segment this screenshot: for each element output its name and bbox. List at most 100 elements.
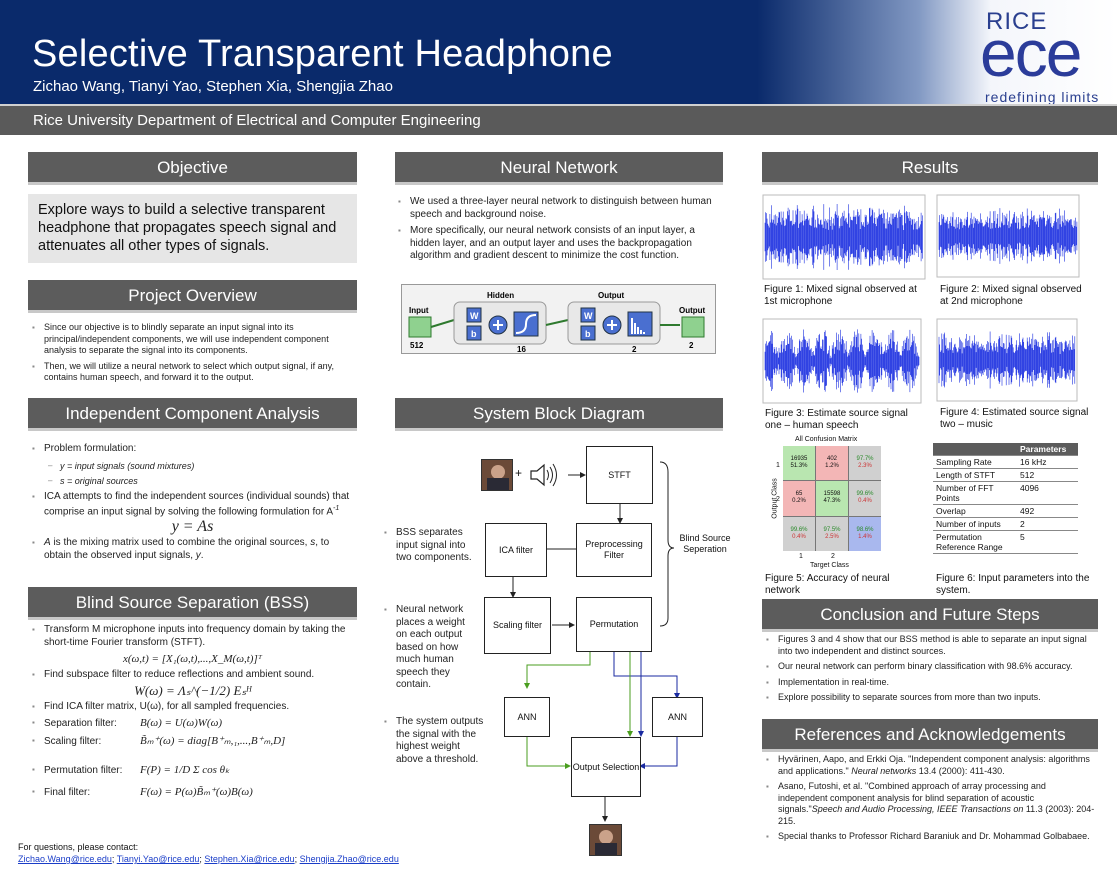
softmax-bars-icon — [631, 318, 645, 334]
arrow-perm-ann2 — [613, 652, 680, 699]
reference-item: Special thanks to Professor Richard Bara… — [764, 831, 1096, 843]
waveform-plot — [936, 318, 1078, 402]
confusion-cell: 98.6%1.4% — [849, 516, 881, 551]
block-note-bss: BSS separates input signal into two comp… — [382, 527, 482, 569]
waveform-trace — [938, 208, 1078, 264]
table-header-row: Parameters — [933, 443, 1078, 456]
confusion-count: 15598 — [823, 491, 841, 498]
email-link[interactable]: Tianyi.Yao@rice.edu — [116, 854, 200, 864]
scaling-filter-block: Scaling filter — [484, 597, 551, 654]
confusion-count: 97.5% — [823, 526, 841, 533]
project-overview-heading: Project Overview — [28, 280, 357, 313]
bss-brace-label: Blind Source Seperation — [679, 533, 731, 554]
nn-b-label: b — [585, 329, 591, 339]
figure-4-caption: Figure 4: Estimated source signal two – … — [940, 407, 1089, 430]
param-value: 512 — [1017, 468, 1078, 482]
confusion-cell: 99.6%0.4% — [849, 481, 881, 516]
overview-bullet: Then, we will utilize a neural network t… — [30, 361, 355, 384]
confusion-count: 99.6% — [856, 491, 874, 498]
confusion-percent: 0.4% — [858, 498, 872, 505]
nn-w-label: W — [470, 311, 479, 321]
rice-logo-text: RICE — [986, 8, 1048, 35]
bss-bullet: Final filter:F(ω) = P(ω)B̃ₘ⁺(ω)B(ω) — [30, 786, 355, 800]
nn-bullet: We used a three-layer neural network to … — [396, 196, 722, 221]
ica-sub-bullet: y = input signals (sound mixtures) — [30, 460, 355, 473]
figure-5-caption: Figure 5: Accuracy of neural network — [765, 573, 890, 596]
neural-network-body: We used a three-layer neural network to … — [396, 196, 722, 267]
param-name: Number of FFT Points — [933, 481, 1017, 505]
confusion-percent: 2.5% — [825, 533, 839, 540]
ann-block-1: ANN — [504, 697, 550, 737]
shirt-icon — [487, 478, 509, 490]
loudspeaker-icon — [530, 463, 557, 487]
param-name: Number of inputs — [933, 517, 1017, 531]
reference-item: Asano, Futoshi, et al. "Combined approac… — [764, 781, 1096, 827]
confusion-percent: 2.3% — [858, 463, 872, 470]
nn-input-label: Input — [409, 306, 429, 315]
confusion-cell: 99.6%0.4% — [783, 516, 815, 551]
param-name: Length of STFT — [933, 468, 1017, 482]
figure-6-caption: Figure 6: Input parameters into the syst… — [936, 573, 1090, 596]
poster-header: Selective Transparent Headphone Zichao W… — [0, 0, 1117, 104]
arrow-perm-ann1 — [524, 652, 591, 689]
confusion-percent: 0.4% — [792, 533, 806, 540]
final-filter-equation: F(ω) = P(ω)B̃ₘ⁺(ω)B(ω) — [140, 785, 253, 798]
conclusion-body: Figures 3 and 4 show that our BSS method… — [764, 634, 1096, 708]
param-value: 5 — [1017, 530, 1078, 554]
param-name: Overlap — [933, 504, 1017, 518]
neural-network-heading: Neural Network — [395, 152, 723, 185]
confusion-cell: 97.5%2.5% — [816, 516, 848, 551]
ica-filter-block: ICA filter — [485, 523, 547, 577]
ica-heading: Independent Component Analysis — [28, 398, 357, 431]
block-note: The system outputs the signal with the h… — [382, 716, 486, 766]
nn-hidden-size: 16 — [517, 345, 526, 354]
nn-final-output-box — [681, 316, 705, 338]
header-glow — [757, 0, 1117, 104]
department-bar: Rice University Department of Electrical… — [0, 104, 1117, 135]
block-diagram-heading: System Block Diagram — [395, 398, 723, 431]
waveform-figure-1 — [762, 194, 926, 280]
ica-bullet: Problem formulation: — [30, 443, 355, 456]
bss-bullet: Scaling filter:B̃ₘ⁺(ω) = diag[B⁺ₘ,₁,...,… — [30, 735, 355, 749]
reference-text: 11.3 (2003): 204-215. — [778, 804, 1095, 826]
bss-body: Transform M microphone inputs into frequ… — [30, 624, 355, 803]
email-link[interactable]: Zichao.Wang@rice.edu — [18, 854, 112, 864]
param-value: 2 — [1017, 517, 1078, 531]
ece-logo: ece — [980, 16, 1082, 90]
figure-2-caption: Figure 2: Mixed signal observed at 2nd m… — [940, 284, 1082, 307]
confusion-cell: 97.7%2.3% — [849, 446, 881, 481]
bss-bullet: Separation filter:B(ω) = U(ω)W(ω) — [30, 717, 355, 731]
nn-output-layer-label: Output — [598, 291, 625, 300]
ica-bullet: ICA attempts to find the independent sou… — [30, 491, 355, 519]
confusion-percent: 0.2% — [792, 498, 806, 505]
confusion-percent: 1.4% — [858, 533, 872, 540]
nn-output-weight — [580, 307, 596, 323]
subspace-equation: W(ω) = Λₛ^(−1/2) Eₛᴴ — [134, 683, 251, 698]
speaker-person-image — [481, 459, 513, 491]
param-name: Permutation Reference Range — [933, 530, 1017, 554]
conclusion-bullet: Figures 3 and 4 show that our BSS method… — [764, 634, 1096, 657]
bss-bullet: Transform M microphone inputs into frequ… — [30, 624, 355, 649]
preprocessing-filter-block: Preprocessing Filter — [576, 523, 652, 577]
face-icon — [599, 830, 613, 844]
bss-bullet: Permutation filter:F(P) = 1/D Σ cos θₖ — [30, 764, 355, 778]
email-link[interactable]: Shengjia.Zhao@rice.edu — [299, 854, 399, 864]
sigmoid-icon — [515, 314, 537, 334]
email-link[interactable]: Stephen.Xia@rice.edu — [204, 854, 295, 864]
nn-b-label: b — [471, 329, 477, 339]
arrow-ann1-output — [526, 737, 571, 769]
confusion-percent: 47.3% — [823, 498, 841, 505]
logo-tagline: redefining limits — [985, 89, 1100, 104]
objective-text: Explore ways to build a selective transp… — [28, 194, 357, 263]
nn-hidden-bias — [466, 325, 482, 341]
references-body: Hyvärinen, Aapo, and Erkki Oja. "Indepen… — [764, 754, 1096, 847]
waveform-figure-4 — [936, 318, 1078, 402]
